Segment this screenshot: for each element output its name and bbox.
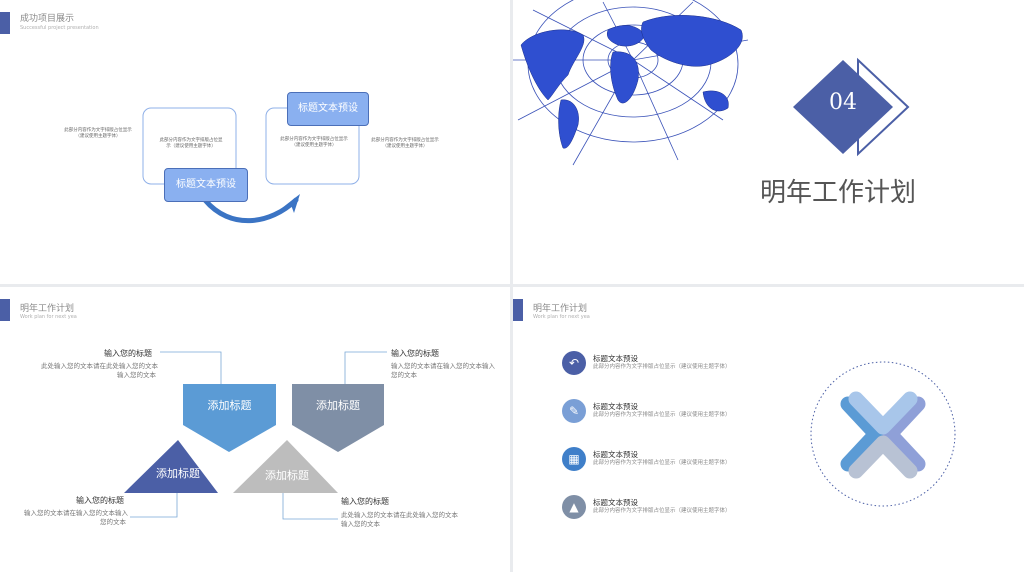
slide-work-plan-shapes[interactable]: 明年工作计划 Work plan for next yea 添加标题 添加标题 … <box>0 287 510 572</box>
title-box-2[interactable]: 标题文本预设 <box>287 92 369 126</box>
title-accent-bar <box>513 299 523 321</box>
callout-text-1b: 输入您的文本 <box>117 371 156 379</box>
title-accent-bar <box>0 12 10 34</box>
world-map-spiderweb-image <box>513 0 749 166</box>
dotted-circle <box>810 361 956 507</box>
pentagon-steel <box>292 384 384 452</box>
item-heading-4: 标题文本预设 <box>593 498 638 507</box>
section-title: 明年工作计划 <box>759 178 916 208</box>
callout-heading-3: 输入您的标题 <box>76 496 124 505</box>
chevron-up-icon <box>848 435 918 479</box>
crossing-arrows-graphic <box>810 361 956 507</box>
shape-label-3[interactable]: 添加标题 <box>156 467 200 480</box>
slide-subtitle: Successful project presentation <box>20 25 99 31</box>
bottom-gutter <box>0 572 1024 577</box>
number-diamond <box>793 57 910 157</box>
four-shape-diagram <box>124 351 387 520</box>
chevron-down-icon <box>848 391 918 435</box>
callout-heading-4: 输入您的标题 <box>341 497 389 506</box>
film-icon: ▦ <box>562 447 586 471</box>
slide-title: 成功项目展示 <box>20 14 75 24</box>
shape-label-2[interactable]: 添加标题 <box>316 399 360 412</box>
desc-box-1: 此部分内容作为文字排版占位显示（建议使用主题字体） <box>159 138 223 149</box>
triangle-navy <box>124 440 218 493</box>
callout-text-4a: 此处输入您的文本请在此处输入您的文本 <box>341 511 458 519</box>
callout-lines <box>130 351 387 520</box>
desc-left: 此部分内容作为文字排版占位显示（建议使用主题字体） <box>64 128 132 139</box>
item-text-2: 此部分内容作为文字排版占位显示（建议使用主题字体） <box>593 412 731 418</box>
chevron-left-icon <box>840 396 884 472</box>
slide-section-04[interactable]: 04 明年工作计划 <box>513 0 1024 284</box>
callout-heading-1: 输入您的标题 <box>104 349 152 358</box>
shape-label-1[interactable]: 添加标题 <box>207 399 252 412</box>
cap-icon: ▲ <box>562 495 586 519</box>
item-heading-1: 标题文本预设 <box>593 354 638 363</box>
item-heading-3: 标题文本预设 <box>593 450 638 459</box>
title-accent-bar <box>0 299 10 321</box>
callout-text-4b: 输入您的文本 <box>341 520 380 528</box>
continents <box>520 15 743 149</box>
item-text-4: 此部分内容作为文字排版占位显示（建议使用主题字体） <box>593 508 731 514</box>
item-heading-2: 标题文本预设 <box>593 402 638 411</box>
desc-box-2: 此部分内容作为文字排版占位显示（建议使用主题字体） <box>280 137 348 148</box>
slide-work-plan-list[interactable]: 明年工作计划 Work plan for next yea ↶ 标题文本预设 此… <box>513 287 1024 572</box>
item-text-1: 此部分内容作为文字排版占位显示（建议使用主题字体） <box>593 364 731 370</box>
slide-subtitle: Work plan for next yea <box>533 314 590 320</box>
shape-label-4[interactable]: 添加标题 <box>265 469 309 482</box>
callout-text-3b: 您的文本 <box>100 518 126 526</box>
clip-icon: ✎ <box>562 399 586 423</box>
slide-subtitle: Work plan for next yea <box>20 314 77 320</box>
callout-text-1a: 此处输入您的文本请在此处输入您的文本 <box>41 362 158 370</box>
callout-text-2b: 您的文本 <box>391 371 417 379</box>
callout-heading-2: 输入您的标题 <box>391 349 439 358</box>
desc-right: 此部分内容作为文字排版占位显示（建议使用主题字体） <box>371 138 439 149</box>
slide-success-projects[interactable]: 成功项目展示 Successful project presentation 标… <box>0 0 510 284</box>
section-number: 04 <box>829 90 857 115</box>
slide-title: 明年工作计划 <box>20 304 75 314</box>
chevron-right-icon <box>882 396 926 472</box>
arrow-head-icon <box>282 194 300 213</box>
pentagon-blue <box>183 384 276 452</box>
callout-text-3a: 输入您的文本请在输入您的文本输入 <box>24 509 128 517</box>
curved-arrow <box>202 197 299 224</box>
arrow-icon: ↶ <box>562 351 586 375</box>
triangle-grey <box>233 440 338 493</box>
callout-text-2a: 输入您的文本请在输入您的文本输入 <box>391 362 495 370</box>
item-text-3: 此部分内容作为文字排版占位显示（建议使用主题字体） <box>593 460 731 466</box>
slide-title: 明年工作计划 <box>533 304 588 314</box>
title-box-1[interactable]: 标题文本预设 <box>164 168 248 202</box>
